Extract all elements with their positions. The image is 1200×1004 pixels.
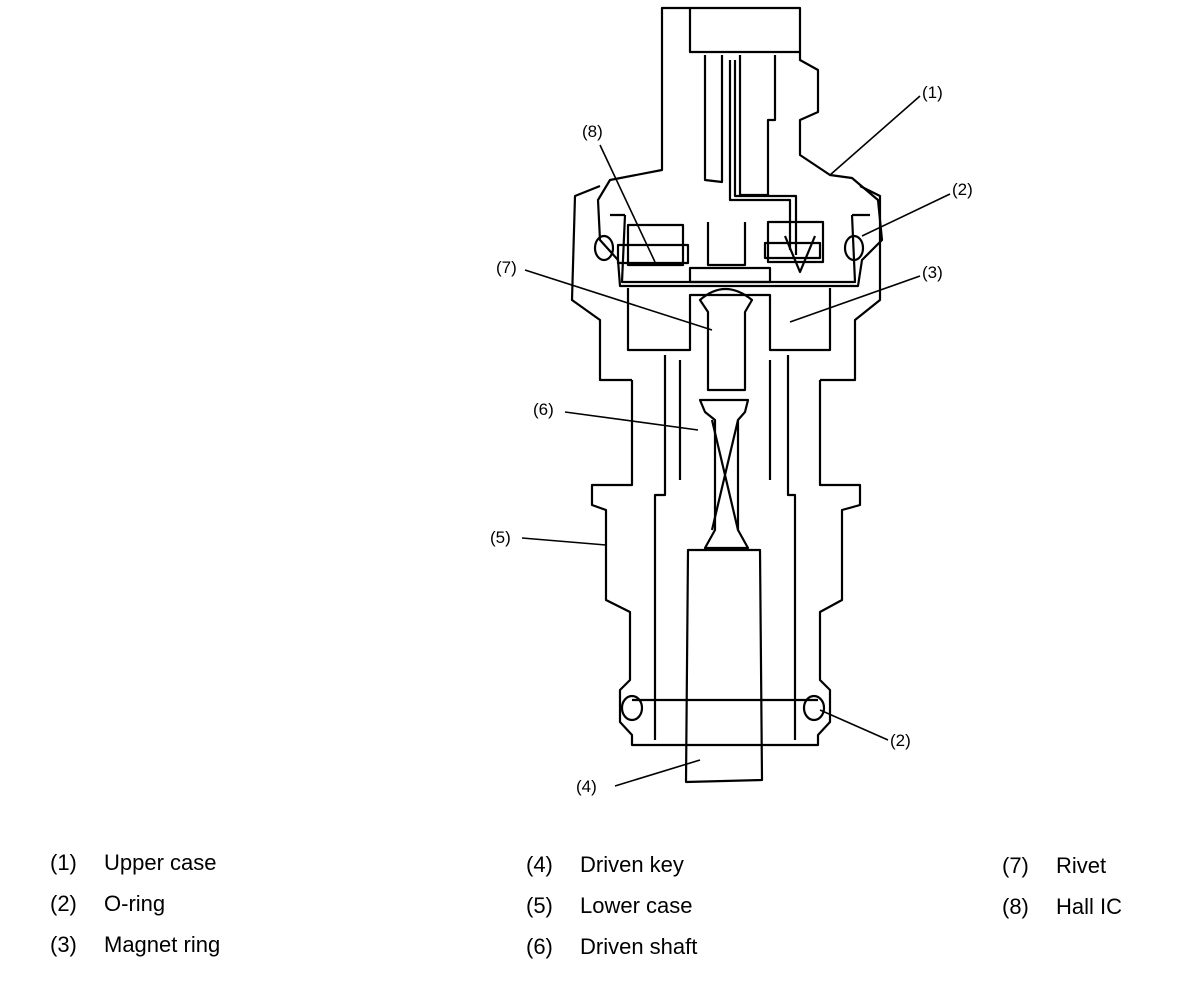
legend-item: (3)Magnet ring: [50, 932, 221, 957]
callout-4: (4): [576, 777, 597, 796]
callout-8: (8): [582, 122, 603, 141]
callout-6: (6): [533, 400, 554, 419]
legend-item: (2)O-ring: [50, 891, 166, 916]
o-ring-lower-right: [802, 694, 826, 722]
legend-item: (1)Upper case: [50, 850, 217, 875]
legend-item: (4)Driven key: [526, 852, 684, 877]
sensor-cross-section-diagram: (1) (2) (3) (8) (7) (6) (5) (2) (4): [490, 6, 973, 796]
o-ring-upper-right: [843, 234, 865, 262]
callout-2-lower: (2): [890, 731, 911, 750]
magnet-ring: [626, 288, 832, 352]
lower-case: [590, 380, 862, 747]
driven-key: [684, 548, 764, 784]
legend-item: (7)Rivet: [1002, 853, 1107, 878]
legend-item: (5)Lower case: [526, 893, 693, 918]
callout-2-upper: (2): [952, 180, 973, 199]
callout-1: (1): [922, 83, 943, 102]
callout-7: (7): [496, 258, 517, 277]
o-ring-lower-left: [620, 694, 644, 722]
rivet: [698, 287, 754, 392]
callout-3: (3): [922, 263, 943, 282]
legend-item: (6)Driven shaft: [526, 934, 698, 959]
legend-item: (8)Hall IC: [1002, 894, 1123, 919]
callout-5: (5): [490, 528, 511, 547]
o-ring-upper-left: [593, 234, 615, 262]
driven-shaft: [698, 398, 750, 550]
